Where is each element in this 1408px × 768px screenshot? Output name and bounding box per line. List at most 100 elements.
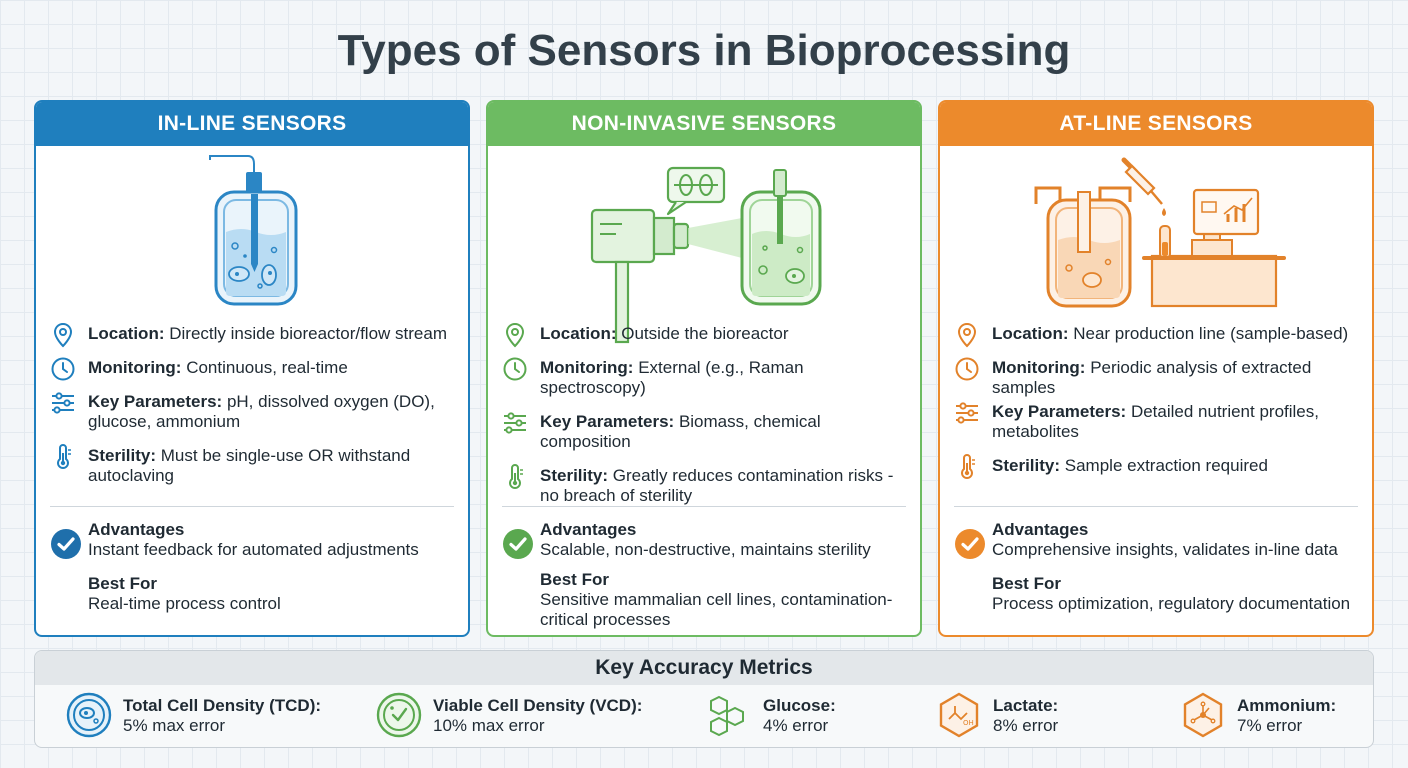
info-text: Greatly reduces contamination risks - no… [540, 466, 894, 505]
metric-label: Lactate: [993, 696, 1059, 715]
metric-value: 5% max error [123, 716, 226, 735]
info-text: Biomass, chemical composition [540, 412, 821, 451]
inline-sensors-card: IN-LINE SENSORS Location: Directly insid… [34, 100, 470, 637]
sliders-icon [502, 410, 528, 436]
best-for-text: Process optimization, regulatory documen… [992, 594, 1351, 613]
info-label: Key Parameters: [540, 412, 675, 431]
info-row-parameters: Key Parameters: pH, dissolved oxygen (DO… [50, 392, 460, 432]
clock-icon [502, 356, 528, 382]
checkmark-icon [954, 528, 986, 560]
inline-sensors-heading: IN-LINE SENSORS [36, 102, 468, 146]
noninvasive-advantages: Advantages Scalable, non-destructive, ma… [502, 520, 912, 630]
noninvasive-sensors-card: NON-INVASIVE SENSORS Location: Outside t… [486, 100, 922, 637]
info-row-monitoring: Monitoring: Periodic analysis of extract… [954, 358, 1364, 398]
info-row-sterility: Sterility: Sample extraction required [954, 456, 1364, 476]
noninvasive-info-list: Location: Outside the bioreactor Monitor… [502, 324, 912, 506]
sliders-icon [50, 390, 76, 416]
clock-icon [954, 356, 980, 382]
atline-analysis-illustration [1034, 157, 1286, 308]
info-label: Key Parameters: [992, 402, 1127, 421]
best-for-text: Real-time process control [88, 594, 281, 613]
info-text: pH, dissolved oxygen (DO), glucose, ammo… [88, 392, 435, 431]
info-row-monitoring: Monitoring: Continuous, real-time [50, 358, 460, 378]
atline-advantages: Advantages Comprehensive insights, valid… [954, 520, 1364, 614]
metric-label: Viable Cell Density (VCD): [433, 696, 643, 715]
viable-cell-icon [376, 692, 422, 738]
metric-label: Total Cell Density (TCD): [123, 696, 322, 715]
info-row-location: Location: Outside the bioreactor [502, 324, 912, 344]
card-divider [50, 506, 454, 507]
atline-sensors-heading: AT-LINE SENSORS [940, 102, 1372, 146]
info-label: Monitoring: [992, 358, 1086, 377]
card-divider [954, 506, 1358, 507]
checkmark-icon [502, 528, 534, 560]
info-text: Detailed nutrient profiles, metabolites [992, 402, 1319, 441]
info-label: Sterility: [992, 456, 1061, 475]
info-text: Outside the bioreactor [621, 324, 789, 343]
info-text: External (e.g., Raman spectroscopy) [540, 358, 804, 397]
glucose-molecule-icon [710, 695, 744, 737]
metric-label: Ammonium: [1237, 696, 1337, 715]
info-row-sterility: Sterility: Greatly reduces contamination… [502, 466, 912, 506]
best-for-label: Best For [540, 570, 609, 589]
advantages-text: Instant feedback for automated adjustmen… [88, 540, 419, 559]
accuracy-metrics-panel: Key Accuracy Metrics Total Cell Density … [34, 650, 1374, 748]
clock-icon [50, 356, 76, 382]
advantages-label: Advantages [88, 520, 185, 539]
info-row-parameters: Key Parameters: Biomass, chemical compos… [502, 412, 912, 452]
inline-bioreactor-illustration [209, 155, 298, 306]
advantages-label: Advantages [540, 520, 637, 539]
card-divider [502, 506, 906, 507]
inline-advantages: Advantages Instant feedback for automate… [50, 520, 460, 614]
info-text: Periodic analysis of extracted samples [992, 358, 1312, 397]
inline-info-list: Location: Directly inside bioreactor/flo… [50, 324, 460, 486]
cell-icon [66, 692, 112, 738]
thermometer-icon [50, 444, 76, 470]
info-text: Must be single-use OR withstand autoclav… [88, 446, 411, 485]
info-row-sterility: Sterility: Must be single-use OR withsta… [50, 446, 460, 486]
page-title: Types of Sensors in Bioprocessing [337, 26, 1071, 75]
info-row-location: Location: Directly inside bioreactor/flo… [50, 324, 460, 344]
info-text: Continuous, real-time [186, 358, 348, 377]
best-for-text: Sensitive mammalian cell lines, contamin… [540, 590, 893, 629]
info-row-monitoring: Monitoring: External (e.g., Raman spectr… [502, 358, 912, 398]
noninvasive-sensors-heading: NON-INVASIVE SENSORS [488, 102, 920, 146]
advantages-text: Scalable, non-destructive, maintains ste… [540, 540, 871, 559]
metric-value: 8% error [993, 716, 1059, 735]
location-pin-icon [502, 322, 528, 348]
advantages-label: Advantages [992, 520, 1089, 539]
info-text: Near production line (sample-based) [1073, 324, 1349, 343]
ammonium-molecule-icon [1183, 692, 1223, 738]
lactate-molecule-icon: OH [939, 692, 979, 738]
noninvasive-raman-illustration [590, 166, 822, 344]
location-pin-icon [954, 322, 980, 348]
info-row-parameters: Key Parameters: Detailed nutrient profil… [954, 402, 1364, 442]
metric-value: 4% error [763, 716, 829, 735]
info-row-location: Location: Near production line (sample-b… [954, 324, 1364, 344]
info-text: Sample extraction required [1064, 456, 1268, 475]
thermometer-icon [502, 464, 528, 490]
checkmark-icon [50, 528, 82, 560]
advantages-text: Comprehensive insights, validates in-lin… [992, 540, 1338, 559]
best-for-label: Best For [992, 574, 1061, 593]
atline-info-list: Location: Near production line (sample-b… [954, 324, 1364, 476]
info-label: Monitoring: [540, 358, 634, 377]
location-pin-icon [50, 322, 76, 348]
metric-label: Glucose: [763, 696, 836, 715]
sliders-icon [954, 400, 980, 426]
info-label: Location: [992, 324, 1069, 343]
best-for-label: Best For [88, 574, 157, 593]
info-label: Key Parameters: [88, 392, 223, 411]
info-label: Location: [88, 324, 165, 343]
info-label: Sterility: [540, 466, 609, 485]
thermometer-icon [954, 454, 980, 480]
metric-value: 10% max error [433, 716, 545, 735]
atline-sensors-card: AT-LINE SENSORS Location: Near productio [938, 100, 1374, 637]
info-label: Sterility: [88, 446, 157, 465]
svg-text:OH: OH [963, 719, 974, 727]
info-text: Directly inside bioreactor/flow stream [169, 324, 447, 343]
info-label: Location: [540, 324, 617, 343]
metric-value: 7% error [1237, 716, 1303, 735]
accuracy-metrics-heading: Key Accuracy Metrics [35, 651, 1373, 685]
info-label: Monitoring: [88, 358, 182, 377]
